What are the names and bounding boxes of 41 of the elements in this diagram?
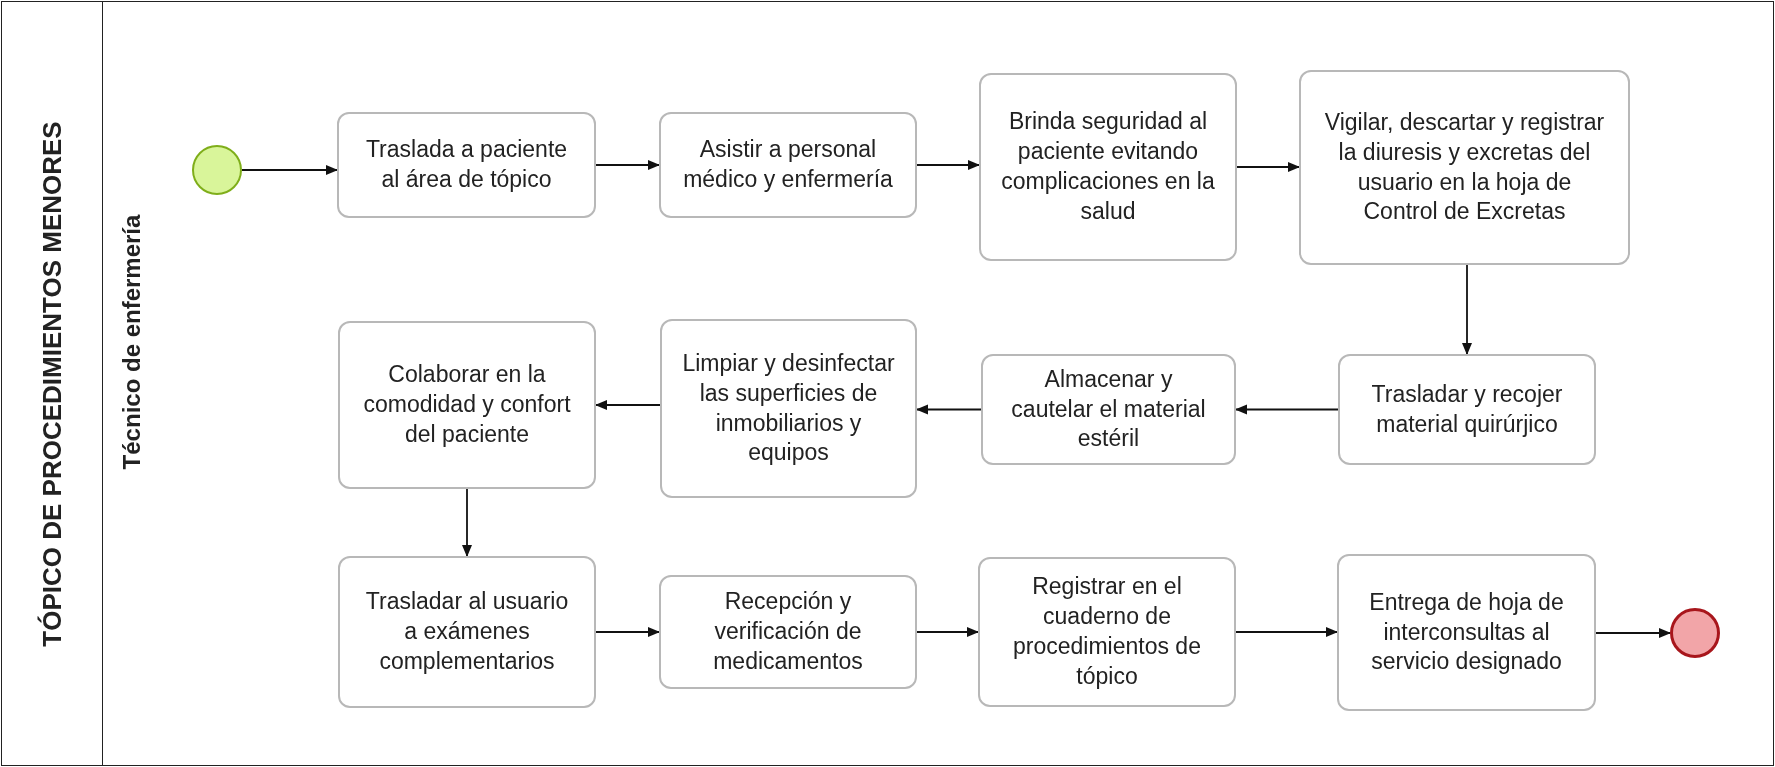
pool-title: TÓPICO DE PROCEDIMIENTOS MENORES bbox=[36, 120, 68, 647]
task-box bbox=[338, 556, 596, 708]
task-label: Colaborar en la comodidad y confort del paciente bbox=[362, 360, 572, 449]
task-box bbox=[1299, 70, 1630, 265]
arrow bbox=[595, 400, 661, 410]
task-box bbox=[659, 575, 917, 689]
arrow bbox=[1235, 404, 1339, 415]
task-label: Almacenar y cautelar el material estéril bbox=[1010, 364, 1207, 454]
start-event-circle bbox=[192, 145, 242, 195]
task-box bbox=[979, 73, 1237, 261]
task-label: Entrega de hoja de interconsultas al servicio designado bbox=[1368, 587, 1565, 677]
task-box bbox=[337, 112, 596, 218]
arrow bbox=[595, 627, 660, 637]
lane-title: Técnico de enfermería bbox=[118, 214, 146, 470]
task-label: Limpiar y desinfectar las superficies de inmobiliarios y equipos bbox=[681, 348, 896, 468]
task-label: Vigilar, descartar y registrar la diuresis y excretas del usuario en la hoja de Control de Excretas bbox=[1323, 107, 1606, 227]
arrow bbox=[916, 160, 980, 170]
arrow bbox=[462, 488, 472, 557]
task-label: Trasladar y recojer material quirúrjico bbox=[1370, 379, 1564, 439]
task-box bbox=[981, 354, 1236, 465]
task-box bbox=[338, 321, 596, 489]
task-label: Recepción y verificación de medicamentos bbox=[712, 587, 864, 676]
task-box bbox=[659, 112, 917, 218]
arrow bbox=[595, 160, 660, 170]
end-event-circle bbox=[1670, 608, 1720, 658]
task-label: Registrar en el cuaderno de procedimientos de tópico bbox=[1012, 572, 1202, 691]
task-label: Trasladar al usuario a exámenes complementarios bbox=[364, 587, 570, 676]
arrow bbox=[241, 165, 338, 175]
arrow bbox=[1235, 627, 1338, 637]
task-box bbox=[660, 319, 917, 498]
arrow bbox=[1236, 162, 1300, 172]
arrow bbox=[916, 627, 979, 637]
arrow bbox=[1595, 628, 1671, 638]
task-box bbox=[1338, 354, 1596, 465]
task-label: Brinda seguridad al paciente evitando complicaciones en la salud bbox=[1000, 107, 1216, 226]
task-label: Asistir a personal médico y enfermería bbox=[682, 135, 894, 194]
task-box bbox=[1337, 554, 1596, 711]
task-box bbox=[978, 557, 1236, 707]
arrow bbox=[1462, 264, 1472, 355]
arrow bbox=[916, 404, 982, 415]
task-label: Traslada a paciente al área de tópico bbox=[364, 135, 569, 194]
